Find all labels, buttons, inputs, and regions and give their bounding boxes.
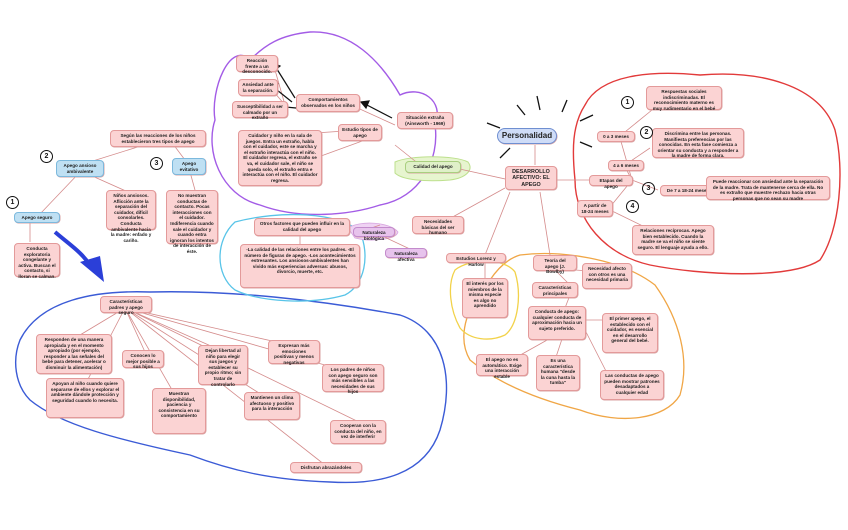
node-naturaleza-biologica[interactable]: Naturaleza biológica [353, 227, 395, 241]
node-padres-ninos[interactable]: Los padres de niños con apego seguro son… [322, 364, 384, 394]
node-responden[interactable]: Responden de una manera apropiada y en e… [36, 334, 112, 374]
outline-blue [15, 291, 448, 484]
node-no-automatico[interactable]: El apego no es automático. Exige una int… [476, 354, 528, 379]
outline-purple [211, 31, 438, 216]
marker-1: 1 [6, 196, 19, 209]
node-discrimina[interactable]: Discrimina entre las personas. Manifiest… [652, 128, 744, 158]
node-respuestas-sociales[interactable]: Respuestas sociales indiscriminadas. El … [646, 86, 722, 111]
node-caracteristica-humana[interactable]: Es una característica humana "desde la c… [536, 355, 580, 391]
node-susceptibilidad[interactable]: Susceptibilidad a ser calmado por un ext… [232, 101, 288, 120]
node-interes[interactable]: El interés por los miembros de la misma … [462, 278, 508, 318]
node-a-partir-24[interactable]: A partir de 18-24 meses [577, 200, 613, 217]
node-naturaleza-afectiva[interactable]: Naturaleza afectiva [385, 248, 427, 262]
marker-2: 2 [40, 150, 53, 163]
node-apego-ansioso-ambivalente[interactable]: Apego ansioso ambivalente [56, 160, 104, 177]
node-estudio-tipos[interactable]: Estudio tipos de apego [338, 124, 382, 141]
node-caracteristicas-principales[interactable]: Características principales [532, 282, 578, 298]
node-caracteristicas-padres[interactable]: Características padres y apego seguro [100, 296, 152, 315]
node-0-3-meses[interactable]: 0 a 3 meses [597, 131, 635, 142]
node-conductas-apego[interactable]: Las conductas de apego pueden mostrar pa… [600, 370, 664, 400]
node-estudios-lorenz[interactable]: Estudios Lorenz y Harlow [446, 253, 506, 267]
node-mantienen[interactable]: Mantienen un clima afectuoso y positivo … [244, 392, 300, 420]
node-ninos-ansiosos[interactable]: Niños ansiosos. Aflicción ante la separa… [106, 190, 156, 243]
node-comportamientos[interactable]: Comportamientos observados en los niños [296, 94, 360, 112]
node-segun-reacciones[interactable]: Según las reacciones de los niños establ… [110, 130, 206, 147]
node-cooperan[interactable]: Cooperan con la conducta del niño, en ve… [330, 420, 386, 444]
node-relaciones-reciprocas[interactable]: Relaciones recíprocas. Apego bien establ… [632, 225, 714, 255]
node-necesidades-basicas[interactable]: Necesidades básicas del ser humano [412, 216, 464, 235]
node-conducta-apego[interactable]: Conducta de apego: cualquier conducta de… [528, 306, 586, 340]
node-etapas-apego[interactable]: Etapas del apego [589, 175, 633, 189]
node-conocen[interactable]: Conocen lo mejor posible a sus hijos [122, 350, 164, 369]
node-ansiedad-separacion[interactable]: Ansiedad ante la separación. [238, 79, 278, 96]
marker-3: 3 [150, 157, 163, 170]
marker-stage-2: 2 [640, 126, 653, 139]
node-necesidad-afecto[interactable]: Necesidad afecto con otros es una necesi… [582, 263, 632, 289]
node-personalidad[interactable]: Personalidad [497, 128, 557, 144]
big-arrow-head [80, 256, 104, 282]
node-muestran[interactable]: Muestran disponibilidad, paciencia y con… [152, 388, 206, 434]
marker-stage-4: 4 [626, 200, 639, 213]
node-primer-apego[interactable]: El primer apego, el establecido con el c… [602, 313, 658, 353]
node-calidad-relaciones[interactable]: -La calidad de las relaciones entre los … [240, 244, 360, 288]
sun-rays [486, 95, 594, 159]
node-situacion-extrana[interactable]: Situación extraña (Ainsworth - 1969) [397, 112, 453, 129]
node-disfrutan[interactable]: Disfrutan abrazándoles [290, 462, 362, 473]
node-dejan-libertad[interactable]: Dejan libertad al niño para elegir sus j… [198, 345, 248, 387]
node-expresan[interactable]: Expresan más emociones positivas y menos… [268, 340, 320, 365]
marker-stage-1: 1 [621, 96, 634, 109]
node-desarrollo-afectivo[interactable]: DESARROLLO AFECTIVO: EL APEGO [505, 166, 557, 190]
outline-cyan [219, 213, 366, 302]
node-puede-reaccionar[interactable]: Puede reaccionar con ansiedad ante la se… [706, 176, 830, 201]
node-otros-factores[interactable]: Otros factores que pueden influir en la … [254, 218, 350, 236]
node-apego-seguro[interactable]: Apego seguro [14, 212, 60, 223]
node-apoyan[interactable]: Apoyan al niño cuando quiere separarse d… [46, 378, 124, 418]
node-4-6-meses[interactable]: 4 a 6 meses [608, 160, 644, 171]
node-teoria-apego[interactable]: Teoría del apego (J. Bowlby) [533, 255, 577, 274]
node-reaccion-desconocido[interactable]: Reacción frente a un desconocido. [236, 55, 278, 74]
marker-stage-3: 3 [642, 182, 655, 195]
node-conducta-exploratoria[interactable]: Conducta exploratoria congelante y activ… [14, 243, 60, 279]
node-calidad-apego[interactable]: Calidad del apego [405, 161, 461, 173]
node-apego-evitativo[interactable]: Apego evitativo [172, 158, 206, 175]
node-no-muestran[interactable]: No muestran conductas de contacto. Pocas… [166, 190, 218, 254]
node-cuidador-nino[interactable]: Cuidador y niño en la sala de juegos. En… [238, 130, 322, 186]
